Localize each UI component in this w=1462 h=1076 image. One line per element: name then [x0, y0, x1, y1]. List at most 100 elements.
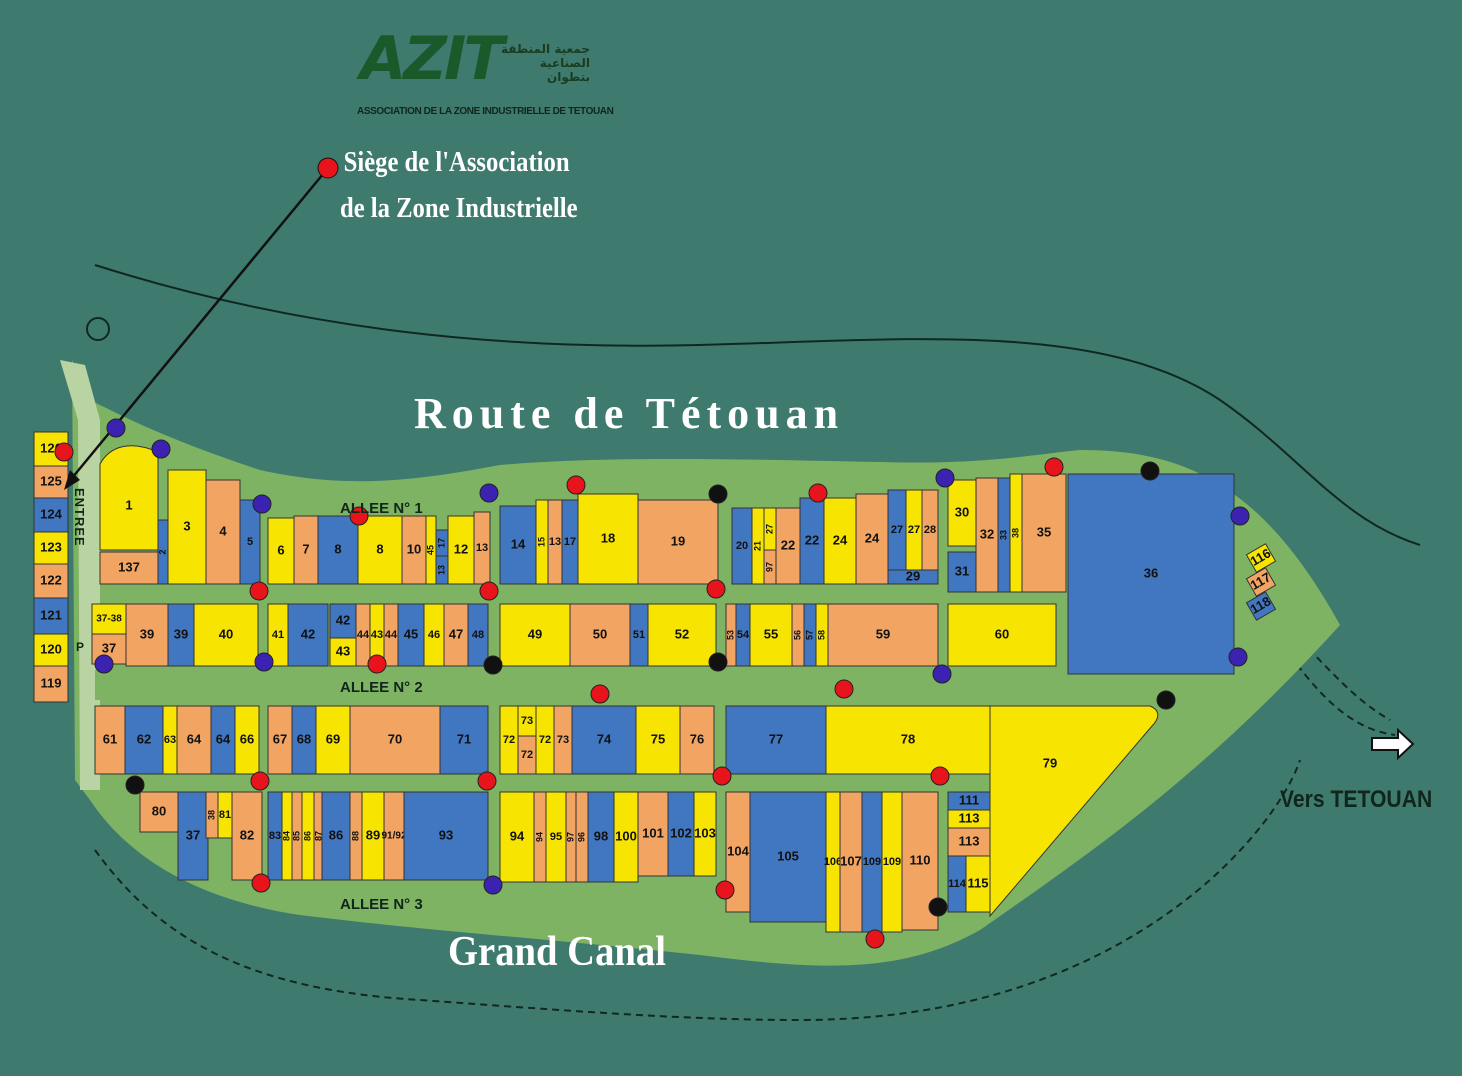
plot-37[interactable]: 37	[177, 791, 209, 881]
plot-shape[interactable]	[443, 603, 469, 667]
plot-shape[interactable]	[827, 603, 939, 667]
red-marker-dot[interactable]	[566, 475, 586, 495]
plot-30[interactable]: 30	[947, 479, 977, 547]
plot-8[interactable]: 8	[317, 515, 359, 585]
plot-124[interactable]: 124	[33, 497, 69, 533]
plot-101[interactable]: 101	[637, 791, 669, 877]
plot-shape[interactable]	[947, 603, 1057, 667]
plot-shape[interactable]	[473, 511, 491, 585]
red-marker-dot[interactable]	[834, 679, 854, 699]
plot-shape[interactable]	[357, 515, 403, 585]
plot-119[interactable]: 119	[33, 665, 69, 703]
plot-13[interactable]: 13	[435, 555, 449, 585]
black-marker-dot[interactable]	[708, 652, 728, 672]
purple-marker-dot[interactable]	[94, 654, 114, 674]
plot-71[interactable]: 71	[439, 705, 489, 775]
plot-111[interactable]: 111	[947, 791, 991, 811]
plot-69[interactable]: 69	[315, 705, 351, 775]
plot-64[interactable]: 64	[210, 705, 236, 775]
plot-107[interactable]: 107	[839, 791, 863, 933]
plot-75[interactable]: 75	[635, 705, 681, 775]
purple-marker-dot[interactable]	[479, 483, 499, 503]
plot-shape[interactable]	[825, 705, 991, 775]
purple-marker-dot[interactable]	[254, 652, 274, 672]
plot-24[interactable]: 24	[855, 493, 889, 585]
plot-63[interactable]: 63	[162, 705, 178, 775]
plot-47[interactable]: 47	[443, 603, 469, 667]
plot-shape[interactable]	[124, 705, 164, 775]
plot-20[interactable]: 20	[731, 507, 753, 585]
plot-shape[interactable]	[587, 791, 615, 883]
plot-3[interactable]: 3	[167, 469, 207, 585]
plot-shape[interactable]	[267, 517, 295, 585]
plot-shape[interactable]	[989, 705, 1159, 918]
plot-55[interactable]: 55	[749, 603, 793, 667]
plot-38[interactable]: 38	[1009, 473, 1023, 593]
black-marker-dot[interactable]	[483, 655, 503, 675]
plot-113[interactable]: 113	[947, 827, 991, 857]
plot-48[interactable]: 48	[467, 603, 489, 667]
plot-shape[interactable]	[33, 531, 69, 565]
plot-88[interactable]: 88	[349, 791, 363, 881]
plot-61[interactable]: 61	[94, 705, 126, 775]
plot-73[interactable]: 73	[553, 705, 573, 775]
plot-shape[interactable]	[33, 465, 69, 499]
plot-120[interactable]: 120	[33, 633, 69, 667]
plot-122[interactable]: 122	[33, 563, 69, 599]
plot-57[interactable]: 57	[803, 603, 817, 667]
plot-51[interactable]: 51	[629, 603, 649, 667]
plot-96[interactable]: 96	[575, 791, 589, 883]
plot-82[interactable]: 82	[231, 791, 263, 881]
plot-46[interactable]: 46	[423, 603, 445, 667]
plot-shape[interactable]	[647, 603, 717, 667]
plot-shape[interactable]	[176, 705, 212, 775]
plot-28[interactable]: 28	[921, 489, 939, 571]
plot-shape[interactable]	[167, 603, 195, 667]
red-marker-dot[interactable]	[930, 766, 950, 786]
plot-shape[interactable]	[33, 563, 69, 599]
plot-50[interactable]: 50	[569, 603, 631, 667]
plot-95[interactable]: 95	[545, 791, 567, 883]
plot-115[interactable]: 115	[965, 855, 991, 913]
plot-52[interactable]: 52	[647, 603, 717, 667]
plot-17[interactable]: 17	[435, 529, 449, 557]
plot-shape[interactable]	[965, 855, 991, 913]
plot-13[interactable]: 13	[547, 499, 563, 585]
plot-shape[interactable]	[613, 791, 639, 883]
plot-4[interactable]: 4	[205, 479, 241, 585]
red-marker-dot[interactable]	[865, 929, 885, 949]
plot-7[interactable]: 7	[293, 515, 319, 585]
plot-shape[interactable]	[167, 469, 207, 585]
plot-86[interactable]: 86	[321, 791, 351, 881]
plot-24[interactable]: 24	[823, 497, 857, 585]
plot-42[interactable]: 42	[287, 603, 329, 667]
plot-36[interactable]: 36	[1067, 473, 1235, 675]
plot-76[interactable]: 76	[679, 705, 715, 775]
plot-shape[interactable]	[725, 705, 827, 775]
plot-41[interactable]: 41	[267, 603, 289, 667]
plot-117[interactable]: 117	[1245, 567, 1277, 597]
plot-85[interactable]: 85	[291, 791, 303, 881]
plot-27[interactable]: 27	[905, 489, 923, 571]
plot-12[interactable]: 12	[447, 515, 475, 585]
plot-29[interactable]: 29	[887, 568, 939, 585]
plot-shape[interactable]	[33, 665, 69, 703]
purple-marker-dot[interactable]	[252, 494, 272, 514]
plot-shape[interactable]	[293, 515, 319, 585]
plot-102[interactable]: 102	[667, 791, 695, 877]
red-marker-dot[interactable]	[54, 442, 74, 462]
plot-97[interactable]: 97	[565, 791, 577, 883]
plot-98[interactable]: 98	[587, 791, 615, 883]
plot-100[interactable]: 100	[613, 791, 639, 883]
plot-70[interactable]: 70	[349, 705, 441, 775]
plot-shape[interactable]	[947, 479, 977, 547]
plot-22[interactable]: 22	[775, 507, 801, 585]
black-marker-dot[interactable]	[1140, 461, 1160, 481]
plot-80[interactable]: 80	[139, 791, 179, 833]
plot-shape[interactable]	[315, 705, 351, 775]
plot-shape[interactable]	[947, 551, 977, 593]
plot-shape[interactable]	[447, 515, 475, 585]
plot-shape[interactable]	[205, 479, 241, 585]
purple-marker-dot[interactable]	[1230, 506, 1250, 526]
plot-105[interactable]: 105	[749, 791, 827, 923]
